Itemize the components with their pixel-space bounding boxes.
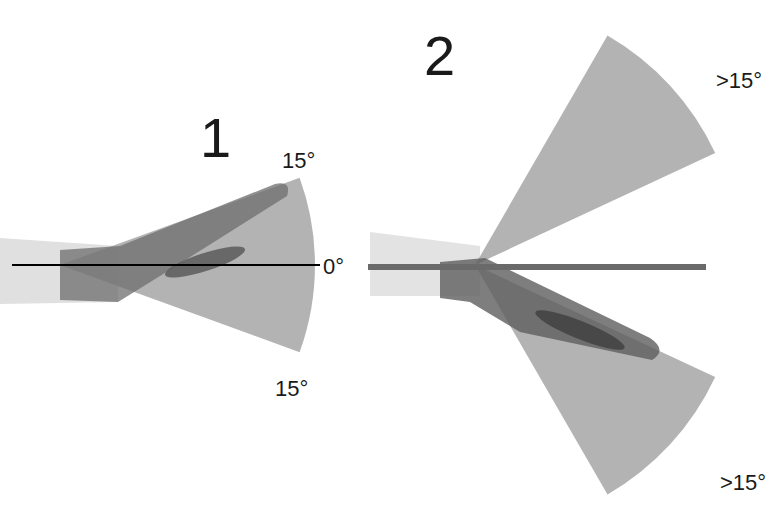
angle-label: 15° — [275, 378, 308, 400]
panel-number: 1 — [200, 110, 231, 166]
thumb-1 — [162, 240, 247, 283]
angle-label: >15° — [716, 70, 762, 92]
hand-1 — [60, 183, 288, 302]
panel-number: 2 — [424, 28, 455, 84]
hand-2 — [440, 258, 660, 360]
angle-label: 15° — [282, 150, 315, 172]
thumb-2 — [532, 304, 628, 357]
reference-line-1 — [12, 264, 320, 266]
extension-sector — [475, 36, 715, 266]
reference-line-2 — [368, 264, 706, 270]
angle-label: 0° — [323, 256, 344, 278]
angle-label: >15° — [720, 472, 766, 494]
